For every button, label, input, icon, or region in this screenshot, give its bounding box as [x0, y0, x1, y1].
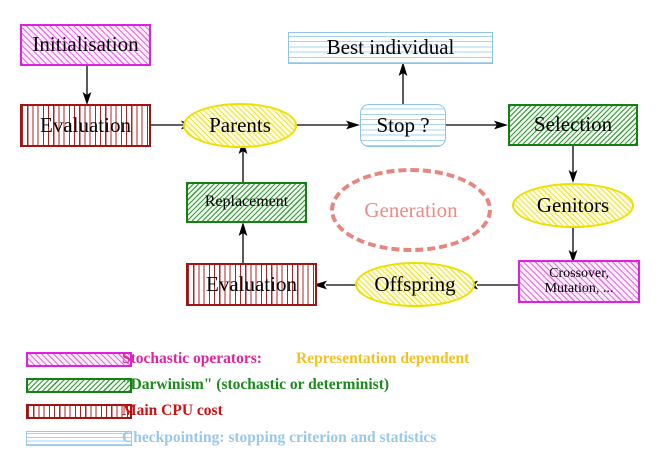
arrow-selection-to-genitors [566, 142, 580, 184]
legend-row-cpu-cost: Main CPU cost [0, 398, 662, 424]
node-offspring[interactable]: Offspring [355, 262, 475, 307]
arrow-stop-to-selection [445, 118, 509, 132]
node-parents[interactable]: Parents [183, 103, 297, 148]
initialisation-label: Initialisation [32, 32, 139, 57]
node-selection[interactable]: Selection [508, 104, 638, 146]
evaluation-top-label: Evaluation [40, 112, 131, 137]
legend-row-checkpointing: Checkpointing: stopping criterion and st… [0, 425, 662, 451]
crossover-label-line2: Mutation, ... [544, 280, 614, 296]
node-stop[interactable]: Stop ? [360, 104, 446, 147]
node-evaluation-bottom[interactable]: Evaluation [186, 263, 317, 306]
node-genitors[interactable]: Genitors [512, 183, 634, 228]
arrow-evaluation-to-replacement [236, 222, 250, 266]
genitors-label: Genitors [536, 192, 610, 217]
node-replacement[interactable]: Replacement [186, 182, 307, 223]
legend-label-representation-dependent: Representation dependent [296, 350, 470, 367]
legend-swatch-blue [26, 430, 132, 446]
node-evaluation-top[interactable]: Evaluation [20, 104, 151, 147]
arrow-parents-to-stop [295, 118, 361, 132]
legend-swatch-red [26, 403, 132, 419]
legend-swatch-magenta [26, 351, 132, 367]
node-best-individual[interactable]: Best individual [288, 32, 493, 64]
replacement-label: Replacement [204, 193, 289, 211]
stop-label: Stop ? [376, 112, 430, 137]
legend-row-darwinism: "Darwinism" (stochastic or determinist) [0, 372, 662, 398]
arrow-stop-to-best-individual [396, 62, 410, 106]
offspring-label: Offspring [374, 271, 456, 296]
legend-label-darwinism: "Darwinism" (stochastic or determinist) [122, 376, 390, 393]
legend-row-stochastic: Stochastic operators: Representation dep… [0, 346, 662, 372]
legend-label-stochastic-operators: Stochastic operators: [122, 350, 262, 367]
legend-label-checkpointing: Checkpointing: stopping criterion and st… [122, 429, 437, 446]
best-individual-label: Best individual [326, 35, 455, 60]
legend-swatch-green [26, 377, 132, 393]
generation-ellipse: Generation [330, 168, 492, 252]
crossover-label-line1: Crossover, [549, 266, 609, 282]
legend-label-main-cpu-cost: Main CPU cost [122, 402, 223, 419]
node-initialisation[interactable]: Initialisation [20, 24, 151, 66]
generation-label: Generation [364, 197, 458, 222]
parents-label: Parents [209, 112, 271, 137]
arrow-initialisation-to-evaluation [80, 66, 94, 106]
evaluation-bottom-label: Evaluation [206, 271, 297, 296]
node-crossover-mutation[interactable]: Crossover, Mutation, ... [518, 260, 640, 303]
arrow-genitors-to-crossover [566, 224, 580, 264]
selection-label: Selection [533, 112, 613, 137]
